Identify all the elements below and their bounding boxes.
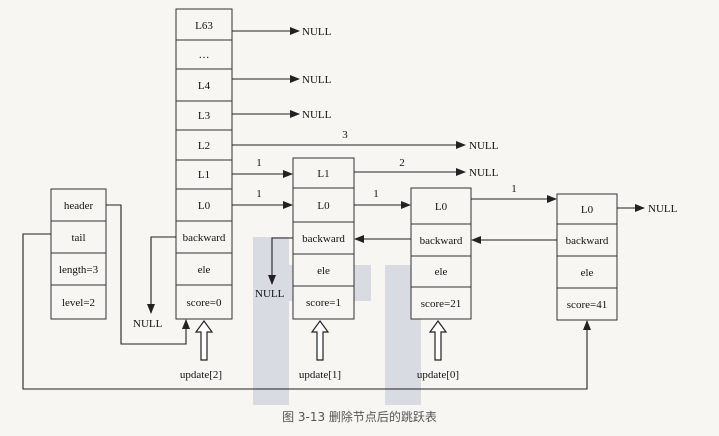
level-label: L0: [198, 200, 211, 212]
update-label: update[0]: [417, 369, 459, 381]
backward-label: backward: [566, 235, 609, 247]
update-label: update[2]: [180, 369, 222, 381]
backward-label: backward: [420, 235, 463, 247]
level-label: L1: [317, 168, 329, 180]
node-score-21: L0 backward ele score=21: [410, 187, 472, 320]
level-label: L63: [195, 20, 213, 32]
null-label: NULL: [469, 140, 499, 152]
span-node1-L1: 2: [399, 157, 405, 169]
null-label: NULL: [255, 288, 285, 300]
score-label: score=1: [306, 297, 341, 309]
ele-label: ele: [581, 267, 594, 279]
backward-label: backward: [302, 233, 345, 245]
backward-pointers: [147, 235, 557, 314]
score-label: score=21: [421, 298, 461, 310]
span-node1-L0: 1: [373, 188, 379, 200]
level-label: L0: [317, 200, 330, 212]
level-label: L0: [435, 201, 448, 213]
skiplist-struct: header tail length=3 level=2: [50, 188, 107, 320]
level-label: L1: [198, 169, 210, 181]
arrow-tail-pointer: [22, 233, 591, 390]
struct-length-field: length=3: [59, 264, 99, 276]
null-label: NULL: [469, 167, 499, 179]
span-header-L1: 1: [256, 157, 262, 169]
struct-tail-field: tail: [71, 232, 85, 244]
level-label: L3: [198, 110, 211, 122]
ele-label: ele: [317, 265, 330, 277]
update-arrow-icon: [310, 319, 330, 361]
skiplist-diagram: header tail length=3 level=2 L63 … L4 L3…: [22, 8, 678, 405]
score-label: score=41: [567, 299, 607, 311]
level-label: L4: [198, 80, 211, 92]
update-arrow-icon: [194, 319, 214, 361]
figure-caption: 图 3-13 删除节点后的跳跃表: [282, 410, 437, 424]
null-label: NULL: [133, 318, 163, 330]
ele-label: ele: [198, 264, 211, 276]
null-label: NULL: [302, 109, 332, 121]
arrow-header-backward: [147, 236, 176, 314]
null-label: NULL: [648, 203, 678, 215]
level-label: …: [199, 49, 210, 61]
null-label: NULL: [302, 74, 332, 86]
score-label: score=0: [187, 297, 222, 309]
struct-header-field: header: [64, 200, 94, 212]
node-score-41: L0 backward ele score=41: [556, 193, 618, 321]
arrow-header-pointer: [106, 204, 190, 345]
update-label: update[1]: [299, 369, 341, 381]
node-score-1: L1 L0 backward ele score=1: [292, 157, 355, 320]
span-header-L0: 1: [256, 188, 262, 200]
level-label: L2: [198, 140, 210, 152]
backward-label: backward: [183, 232, 226, 244]
ele-label: ele: [435, 266, 448, 278]
null-label: NULL: [302, 26, 332, 38]
forward-pointers: [232, 27, 645, 212]
span-header-L2: 3: [342, 129, 348, 141]
span-node21-L0: 1: [511, 183, 517, 195]
update-arrow-icon: [428, 319, 448, 361]
arrow-node1-backward: [268, 237, 293, 285]
header-node: L63 … L4 L3 L2 L1 L0 backward ele score=…: [175, 8, 233, 320]
level-label: L0: [581, 204, 594, 216]
struct-level-field: level=2: [62, 297, 95, 309]
